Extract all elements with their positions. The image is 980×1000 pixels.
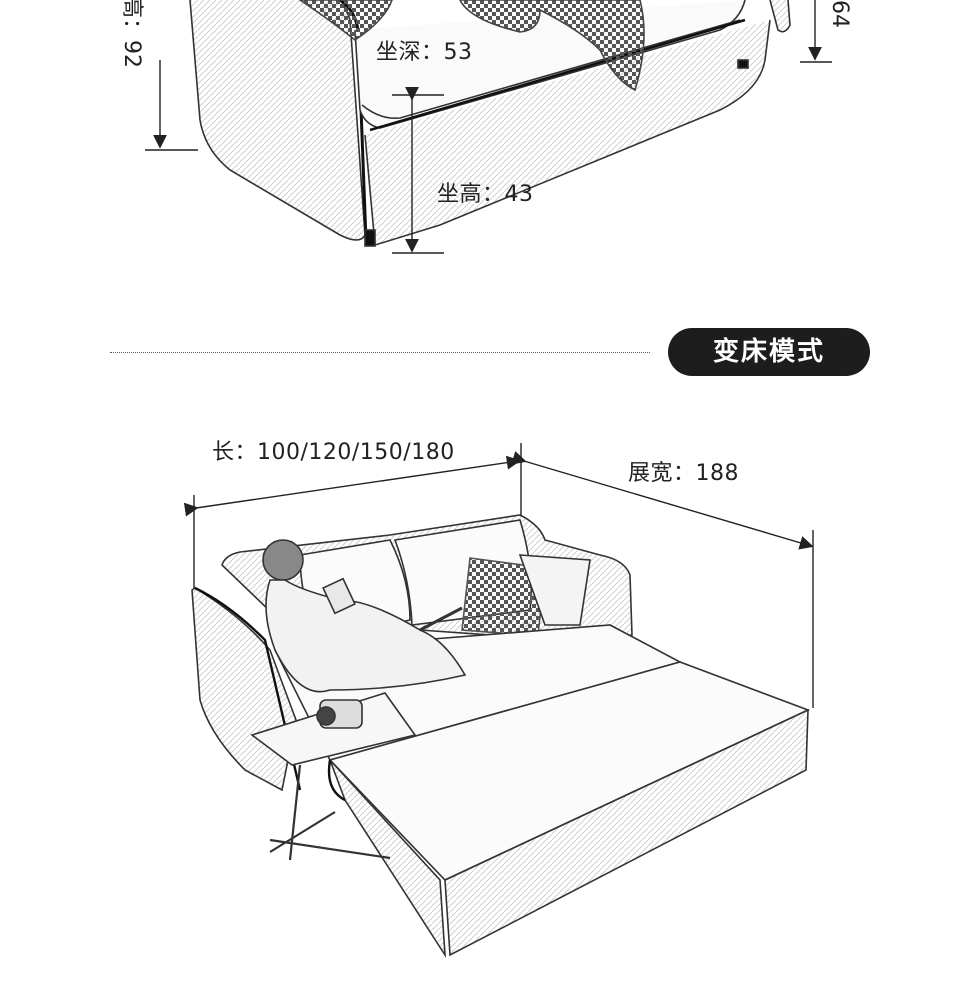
back-height-label: 高：92	[119, 0, 144, 68]
bed-dimension-lines	[183, 443, 814, 708]
right-height-label: 64	[827, 0, 852, 28]
seat-depth-label: 坐深：53	[376, 40, 473, 65]
sofa-bed-drawing	[191, 514, 811, 959]
bed-length-label: 长：100/120/150/180	[212, 440, 455, 465]
sofa-top-drawing	[189, 0, 791, 247]
bed-width-label: 展宽：188	[628, 461, 739, 486]
section-divider	[110, 352, 650, 353]
bed-mode-badge: 变床模式	[668, 328, 870, 376]
seat-height-label: 坐高：43	[437, 182, 534, 207]
top-dimension-lines	[145, 0, 832, 254]
